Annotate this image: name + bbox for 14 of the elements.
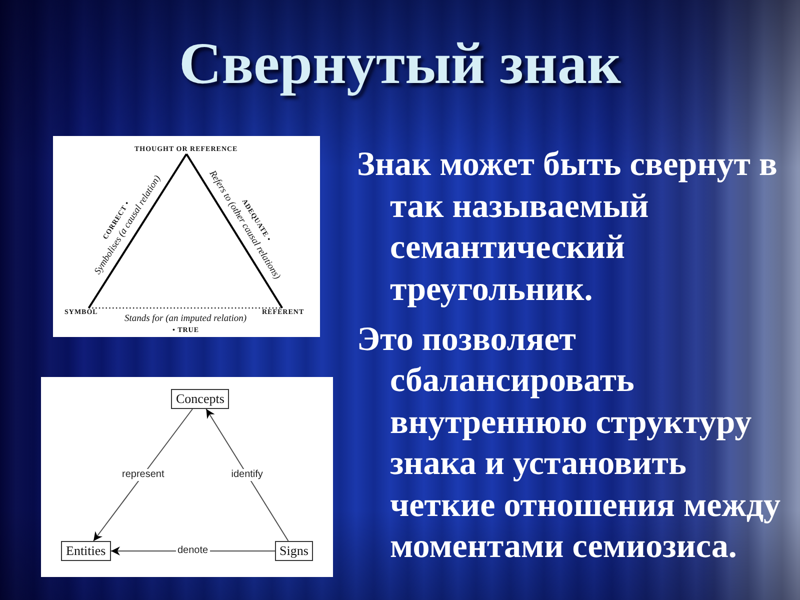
paragraph: Знак может быть свернут в так называемый семантический треугольник. <box>357 145 778 310</box>
arrow <box>206 408 289 542</box>
edge-label: represent <box>120 469 166 481</box>
connector-line <box>186 153 283 309</box>
term-box: Signs <box>274 541 314 561</box>
term-box: Entities <box>61 541 111 561</box>
paragraph: Это позволяет сбалансировать внутреннюю структуру знака и установить четкие отношения между моментами семиозиса. <box>357 320 782 567</box>
connector-line <box>88 153 188 309</box>
edge-label: Stands for (an imputed relation) <box>124 314 247 324</box>
term-box: Concepts <box>171 389 230 409</box>
edge-label: identify <box>229 469 265 481</box>
arrow <box>93 408 193 542</box>
slide-title: Свернутый знак <box>179 30 621 96</box>
connector-line <box>88 307 282 309</box>
